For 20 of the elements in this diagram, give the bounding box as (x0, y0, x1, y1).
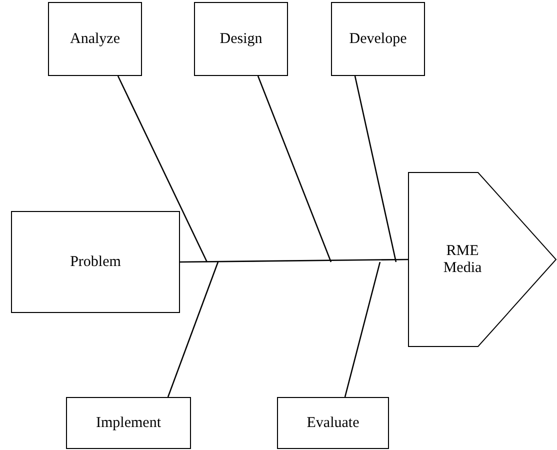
node-label: Implement (96, 414, 161, 432)
bone-line (117, 76, 208, 262)
cause-box (331, 2, 425, 76)
node-label: Develope (349, 30, 407, 48)
bone-line (167, 262, 219, 398)
node-label: RME Media (442, 242, 482, 276)
cause-box (48, 2, 142, 76)
spine-line (180, 258, 408, 263)
bone-line (257, 76, 332, 262)
node-label: Analyze (70, 30, 120, 48)
effect-pentagon (408, 172, 557, 347)
cause-box (66, 397, 191, 449)
node-label: Problem (70, 254, 121, 270)
cause-box (277, 397, 389, 449)
bone-line (344, 262, 381, 398)
cause-box (194, 2, 288, 76)
node-label: Evaluate (306, 414, 360, 432)
node-label: Design (220, 30, 262, 48)
bone-line (354, 76, 397, 262)
cause-box (11, 211, 180, 313)
